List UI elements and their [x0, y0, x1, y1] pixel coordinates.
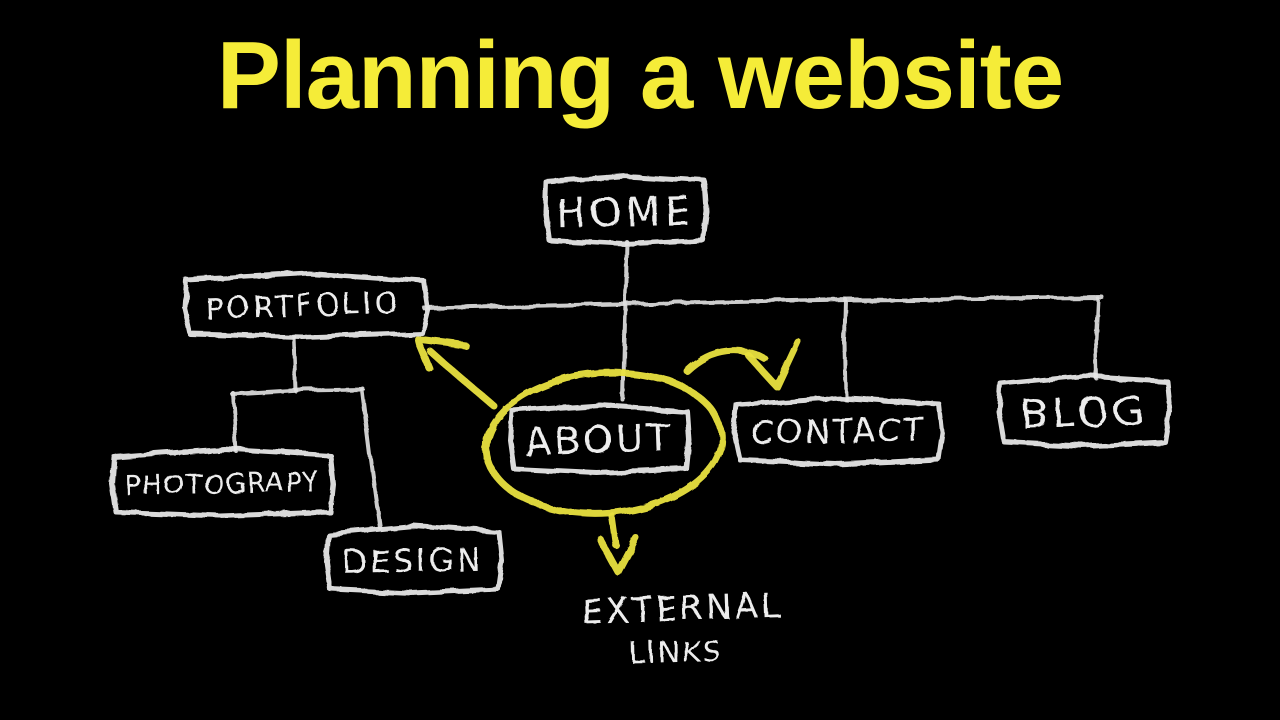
arrow-about-to-contact-shaft — [683, 347, 769, 375]
node-home-box — [542, 173, 710, 247]
node-about-label: ABOUT — [525, 415, 674, 464]
node-contact-box — [731, 395, 945, 467]
node-blog-label: BLOG — [1020, 388, 1148, 438]
node-photography-box — [109, 446, 336, 519]
arrow-about-to-external-shaft — [608, 512, 620, 549]
arrow-about-to-portfolio-head — [413, 335, 469, 372]
node-home-label: HOME — [556, 189, 694, 237]
arrow-about-to-external-head — [596, 534, 640, 576]
node-about-box — [507, 402, 692, 476]
node-portfolio-box — [181, 270, 431, 340]
node-boxes — [109, 173, 1173, 596]
edge-portfolio-subbranch — [230, 387, 365, 396]
node-design-box — [323, 523, 505, 596]
edge-branch-to-blog — [1094, 297, 1100, 381]
node-blog-box — [996, 373, 1173, 449]
external-links-label-line2: LINKS — [629, 634, 723, 670]
node-portfolio-label: PORTFOLIO — [205, 286, 402, 328]
node-contact-label: CONTACT — [750, 410, 926, 453]
about-highlight-ellipse — [482, 369, 726, 517]
page-title: Planning a website — [216, 22, 1064, 129]
node-labels: HOME PORTFOLIO ABOUT CONTACT BLOG PHOTOG… — [124, 189, 1148, 670]
edge-portfolio-drop — [292, 335, 298, 393]
edge-branch-to-contact — [843, 298, 848, 401]
yellow-annotations — [413, 335, 801, 576]
arrow-about-to-portfolio-shaft — [426, 347, 498, 410]
connector-lines — [230, 240, 1105, 530]
external-links-label-line1: EXTERNAL — [581, 585, 784, 632]
arrow-about-to-contact-head — [744, 337, 801, 390]
edge-subbranch-to-design — [360, 388, 382, 530]
node-design-label: DESIGN — [342, 541, 484, 581]
node-photography-label: PHOTOGRAPY — [124, 467, 319, 501]
edge-subbranch-to-photography — [231, 391, 239, 454]
edge-branch-line — [422, 296, 1105, 310]
